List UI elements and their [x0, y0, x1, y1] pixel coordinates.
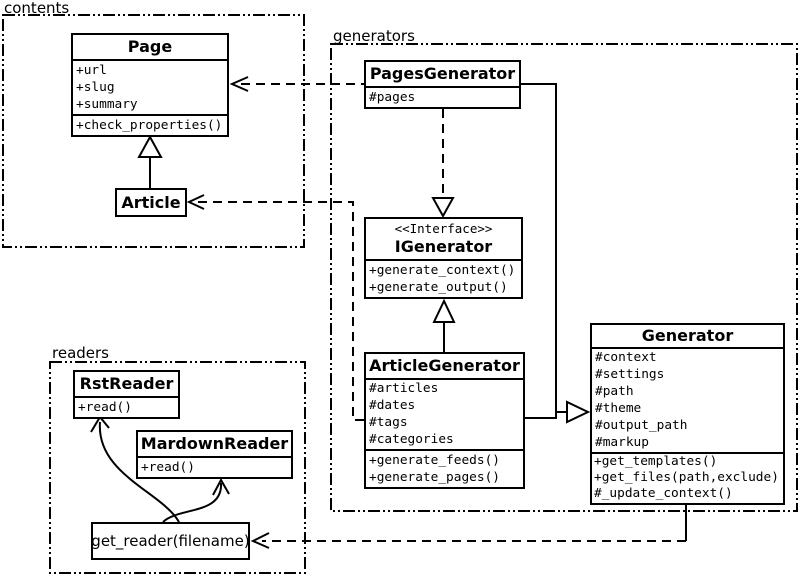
article-to-page-hollow-triangle-icon	[137, 134, 163, 158]
package-label-generators: generators	[333, 27, 415, 45]
pagesgenerator-to-igenerator-hollow-triangle-icon	[431, 197, 455, 219]
class-stereotype-igenerator: <<Interface>>	[394, 221, 493, 236]
package-readers-border	[49, 361, 306, 574]
attribute-row: #pages	[369, 90, 416, 105]
attribute-row: #articles	[369, 381, 439, 396]
class-title-markdownreader: MardownReader	[140, 434, 289, 453]
class-box-rstreader: RstReader +read()	[73, 370, 180, 419]
method-row: +check_properties()	[76, 118, 223, 133]
class-generator-methods: +get_templates() +get_files(path,exclude…	[592, 452, 783, 503]
method-row: +generate_pages()	[369, 470, 500, 485]
class-title-pagesgenerator: PagesGenerator	[369, 64, 516, 83]
package-label-readers: readers	[52, 344, 109, 362]
generators-to-generator-hollow-triangle-icon	[566, 400, 591, 424]
generators-to-generator-line	[521, 83, 557, 419]
method-row: +generate_output()	[369, 280, 508, 295]
attribute-row: #categories	[369, 432, 454, 447]
attribute-row: #path	[595, 384, 634, 399]
function-box-get-reader: get_reader(filename)	[91, 522, 250, 560]
class-box-generator: Generator #context #settings #path #them…	[590, 323, 785, 505]
getreader-to-markdownreader-open-arrowhead-icon	[212, 477, 230, 496]
package-contents-border	[2, 14, 305, 248]
getreader-to-markdownreader-curve	[162, 482, 223, 523]
attribute-row: +slug	[76, 80, 115, 95]
method-row: +generate_context()	[369, 263, 516, 278]
class-box-markdownreader: MardownReader +read()	[136, 430, 293, 479]
method-row: +read()	[78, 400, 132, 415]
attribute-row: #markup	[595, 435, 649, 450]
attribute-row: #output_path	[595, 418, 688, 433]
class-title-igenerator: IGenerator	[394, 237, 493, 256]
class-box-pagesgenerator: PagesGenerator #pages	[364, 60, 521, 109]
method-row: +get_files(path,exclude)	[594, 470, 779, 485]
class-page-methods: +check_properties()	[73, 114, 227, 135]
attribute-row: #theme	[595, 401, 642, 416]
package-generators-border	[330, 43, 798, 512]
class-generator-attributes: #context #settings #path #theme #output_…	[592, 347, 783, 452]
pagesgenerator-to-page-open-arrowhead-icon	[229, 76, 249, 92]
class-box-article: Article	[115, 188, 187, 217]
attribute-row: +summary	[76, 97, 138, 112]
generator-to-getreader-open-arrowhead-icon	[250, 532, 270, 549]
method-row: +generate_feeds()	[369, 453, 500, 468]
method-row: +get_templates()	[594, 454, 718, 469]
class-box-page: Page +url +slug +summary +check_properti…	[71, 33, 229, 137]
class-title-articlegenerator: ArticleGenerator	[369, 356, 520, 375]
attribute-row: #dates	[369, 398, 416, 413]
class-markdownreader-methods: +read()	[138, 456, 291, 477]
class-title-rstreader: RstReader	[79, 374, 174, 393]
getreader-to-rstreader-curve	[98, 421, 180, 523]
attribute-row: #context	[595, 350, 657, 365]
class-box-igenerator: <<Interface>> IGenerator +generate_conte…	[364, 217, 523, 299]
class-rstreader-methods: +read()	[75, 396, 178, 417]
class-page-attributes: +url +slug +summary	[73, 59, 227, 114]
class-title-generator: Generator	[641, 326, 734, 345]
articlegenerator-to-igenerator-hollow-triangle-icon	[432, 298, 456, 323]
articlegenerator-to-article-dashed-line	[197, 201, 364, 421]
attribute-row: #tags	[369, 415, 408, 430]
package-label-contents: contents	[4, 0, 70, 17]
class-title-page: Page	[127, 37, 173, 56]
function-label-get-reader: get_reader(filename)	[91, 532, 250, 550]
attribute-row: +url	[76, 63, 107, 78]
class-articlegenerator-attributes: #articles #dates #tags #categories	[366, 378, 523, 449]
method-row: +read()	[141, 460, 195, 475]
class-articlegenerator-methods: +generate_feeds() +generate_pages()	[366, 449, 523, 487]
articlegenerator-to-article-open-arrowhead-icon	[186, 194, 205, 210]
class-pagesgenerator-attributes: #pages	[366, 86, 519, 107]
attribute-row: #settings	[595, 367, 665, 382]
method-row: #_update_context()	[594, 486, 733, 501]
class-igenerator-methods: +generate_context() +generate_output()	[366, 259, 521, 297]
class-box-articlegenerator: ArticleGenerator #articles #dates #tags …	[364, 352, 525, 489]
class-title-article: Article	[121, 193, 181, 212]
